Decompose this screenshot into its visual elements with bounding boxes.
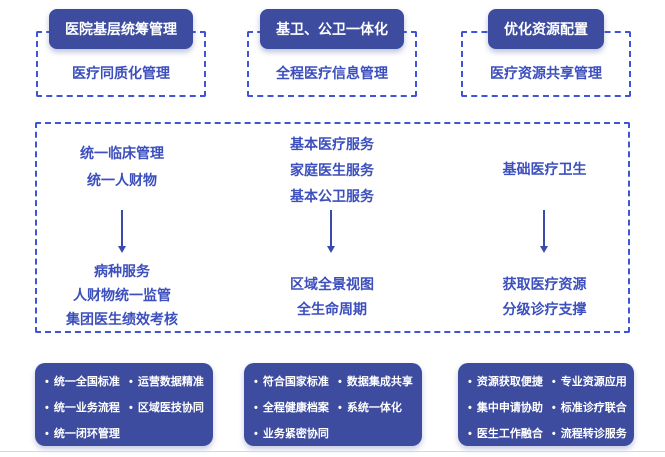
- bullet-text: 标准诊疗联合: [560, 402, 627, 414]
- bullet-item: • 系统一体化: [338, 402, 413, 415]
- bullet-item: • 流程转诊服务: [552, 428, 627, 441]
- bullet-item: • 资源获取便捷: [468, 376, 543, 389]
- bullet-text: 专业资源应用: [560, 376, 627, 388]
- bullet-item: • 统一业务流程: [45, 402, 120, 415]
- bullet-item: • 统一全国标准: [45, 376, 120, 389]
- mid-line: 集团医生绩效考核: [66, 311, 178, 327]
- mid-col2-bottom-text: 区域全景视图 全生命周期: [237, 272, 427, 322]
- bullet-icon: •: [338, 376, 342, 388]
- bullet-text: 全程健康档案: [262, 402, 329, 414]
- mid-line: 人财物统一监管: [73, 287, 171, 303]
- mid-col2-top-text: 基本医疗服务 家庭医生服务 基本公卫服务: [237, 131, 427, 209]
- mid-col3-bottom-text: 获取医疗资源 分级诊疗支撑: [452, 272, 637, 322]
- bullet-text: 系统一体化: [346, 402, 402, 414]
- bullet-icon: •: [254, 428, 258, 440]
- bullet-text: 数据集成共享: [346, 376, 413, 388]
- bottom-box-national-standards: • 符合国家标准 • 全程健康档案 • 业务紧密协同 • 数据集成共享 • 系统一体化: [244, 363, 422, 446]
- mid-line: 全生命周期: [297, 301, 367, 317]
- bullet-icon: •: [468, 376, 472, 388]
- bullet-text: 区域医技协同: [137, 402, 204, 414]
- bullet-column: • 统一全国标准 • 统一业务流程 • 统一闭环管理: [45, 376, 120, 441]
- bullet-icon: •: [45, 428, 49, 440]
- bullet-icon: •: [468, 428, 472, 440]
- category-pill-integration: 基卫、公卫一体化: [260, 9, 404, 49]
- down-arrow-icon: [540, 210, 548, 253]
- category-pill-hospital: 医院基层统筹管理: [49, 9, 193, 49]
- mid-line: 基本公卫服务: [290, 188, 374, 204]
- top-group-integration: 基卫、公卫一体化 全程医疗信息管理: [247, 9, 417, 97]
- category-pill-resources: 优化资源配置: [488, 9, 604, 49]
- bullet-icon: •: [338, 402, 342, 414]
- top-group-resources: 优化资源配置 医疗资源共享管理: [461, 9, 631, 97]
- bullet-text: 业务紧密协同: [262, 428, 329, 440]
- down-arrow-icon: [118, 210, 126, 253]
- mid-line: 病种服务: [94, 263, 150, 279]
- mid-line: 区域全景视图: [290, 276, 374, 292]
- bullet-column: • 运营数据精准 • 区域医技协同: [129, 376, 204, 441]
- mid-line: 统一人财物: [87, 172, 157, 188]
- bullet-text: 统一全国标准: [53, 376, 120, 388]
- bullet-icon: •: [129, 376, 133, 388]
- bullet-column: • 数据集成共享 • 系统一体化: [338, 376, 413, 441]
- category-label-resources: 医疗资源共享管理: [490, 65, 602, 81]
- mid-line: 获取医疗资源: [502, 276, 587, 292]
- mid-col1-bottom-text: 病种服务 人财物统一监管 集团医生绩效考核: [32, 259, 212, 331]
- bullet-column: • 专业资源应用 • 标准诊疗联合 • 流程转诊服务: [552, 376, 627, 441]
- bottom-divider: [0, 451, 665, 452]
- bullet-icon: •: [254, 376, 258, 388]
- bottom-box-unified-standards: • 统一全国标准 • 统一业务流程 • 统一闭环管理 • 运营数据精准 • 区域医技协同: [35, 363, 213, 446]
- bullet-item: • 符合国家标准: [254, 376, 329, 389]
- bullet-text: 医生工作融合: [476, 428, 543, 440]
- category-label-integration: 全程医疗信息管理: [276, 65, 388, 81]
- bullet-item: • 业务紧密协同: [254, 428, 329, 441]
- mid-line: 家庭医生服务: [290, 162, 374, 178]
- category-label-hospital: 医疗同质化管理: [72, 65, 170, 81]
- bullet-text: 集中申请协助: [476, 402, 543, 414]
- mid-col1-top-text: 统一临床管理 统一人财物: [32, 140, 212, 194]
- bullet-text: 资源获取便捷: [476, 376, 543, 388]
- bullet-item: • 运营数据精准: [129, 376, 204, 389]
- bullet-column: • 资源获取便捷 • 集中申请协助 • 医生工作融合: [468, 376, 543, 441]
- mid-line: 分级诊疗支撑: [502, 301, 587, 317]
- top-group-hospital-management: 医院基层统筹管理 医疗同质化管理: [36, 9, 206, 97]
- bullet-text: 统一闭环管理: [53, 428, 120, 440]
- bullet-text: 统一业务流程: [53, 402, 120, 414]
- bottom-box-resource-access: • 资源获取便捷 • 集中申请协助 • 医生工作融合 • 专业资源应用 • 标准诊疗联合 …: [458, 363, 634, 446]
- bullet-item: • 数据集成共享: [338, 376, 413, 389]
- bullet-item: • 集中申请协助: [468, 402, 543, 415]
- bullet-item: • 专业资源应用: [552, 376, 627, 389]
- bullet-text: 运营数据精准: [137, 376, 204, 388]
- down-arrow-icon: [327, 210, 335, 253]
- mid-line: 统一临床管理: [80, 145, 164, 161]
- bullet-item: • 统一闭环管理: [45, 428, 120, 441]
- bottom-box-content: • 资源获取便捷 • 集中申请协助 • 医生工作融合 • 专业资源应用 • 标准诊疗联合 …: [458, 363, 634, 441]
- bullet-icon: •: [551, 376, 556, 388]
- middle-dashed-container: [35, 122, 630, 333]
- bottom-box-content: • 符合国家标准 • 全程健康档案 • 业务紧密协同 • 数据集成共享 • 系统一体化: [244, 363, 422, 441]
- bullet-icon: •: [129, 402, 133, 414]
- bullet-icon: •: [45, 376, 49, 388]
- bullet-item: • 标准诊疗联合: [552, 402, 627, 415]
- bullet-icon: •: [254, 402, 258, 414]
- bullet-item: • 医生工作融合: [468, 428, 543, 441]
- bullet-icon: •: [551, 428, 556, 440]
- bullet-text: 流程转诊服务: [560, 428, 627, 440]
- mid-col3-top-text: 基础医疗卫生: [452, 156, 637, 182]
- bullet-column: • 符合国家标准 • 全程健康档案 • 业务紧密协同: [254, 376, 329, 441]
- bullet-icon: •: [468, 402, 472, 414]
- bullet-item: • 区域医技协同: [129, 402, 204, 415]
- bottom-box-content: • 统一全国标准 • 统一业务流程 • 统一闭环管理 • 运营数据精准 • 区域医技协同: [35, 363, 213, 441]
- bullet-text: 符合国家标准: [262, 376, 329, 388]
- bullet-icon: •: [45, 402, 49, 414]
- mid-line: 基本医疗服务: [290, 136, 374, 152]
- bullet-icon: •: [551, 402, 556, 414]
- mid-line: 基础医疗卫生: [502, 161, 587, 177]
- bullet-item: • 全程健康档案: [254, 402, 329, 415]
